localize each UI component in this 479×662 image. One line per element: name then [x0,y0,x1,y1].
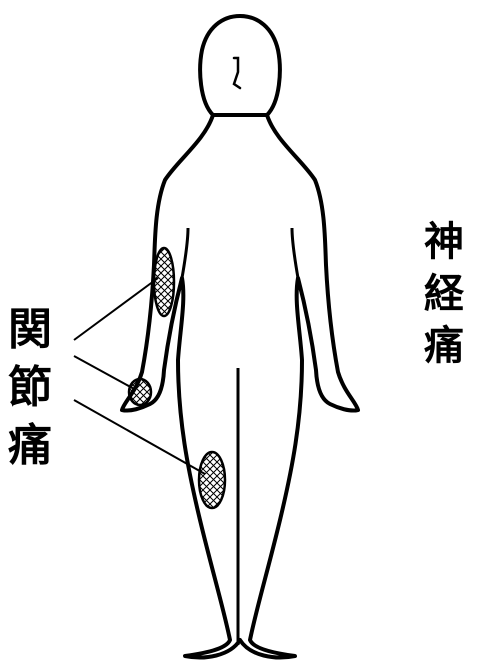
wrist-pain-area [127,377,153,407]
body-outline [120,113,360,660]
elbow-pain-area [152,246,176,318]
nerve-pain-char-2: 経 [424,271,464,317]
knee-pain-area [197,450,227,510]
joint-pain-char-1: 関 [8,304,52,355]
joint-pain-char-3: 痛 [8,420,52,471]
nerve-pain-char-3: 痛 [424,323,464,369]
left-armpit-line [180,227,190,279]
right-armpit-line [290,227,300,279]
pointer-line-elbow [73,277,159,341]
pointer-line-wrist [73,355,137,391]
head-outline [198,13,282,117]
joint-pain-label: 関 節 痛 [8,308,52,482]
nerve-pain-label: 神 経 痛 [424,222,464,378]
pointer-line-knee [73,399,206,475]
nerve-pain-char-1: 神 [424,219,464,265]
joint-pain-char-2: 節 [8,362,52,413]
face-nose [232,56,242,90]
